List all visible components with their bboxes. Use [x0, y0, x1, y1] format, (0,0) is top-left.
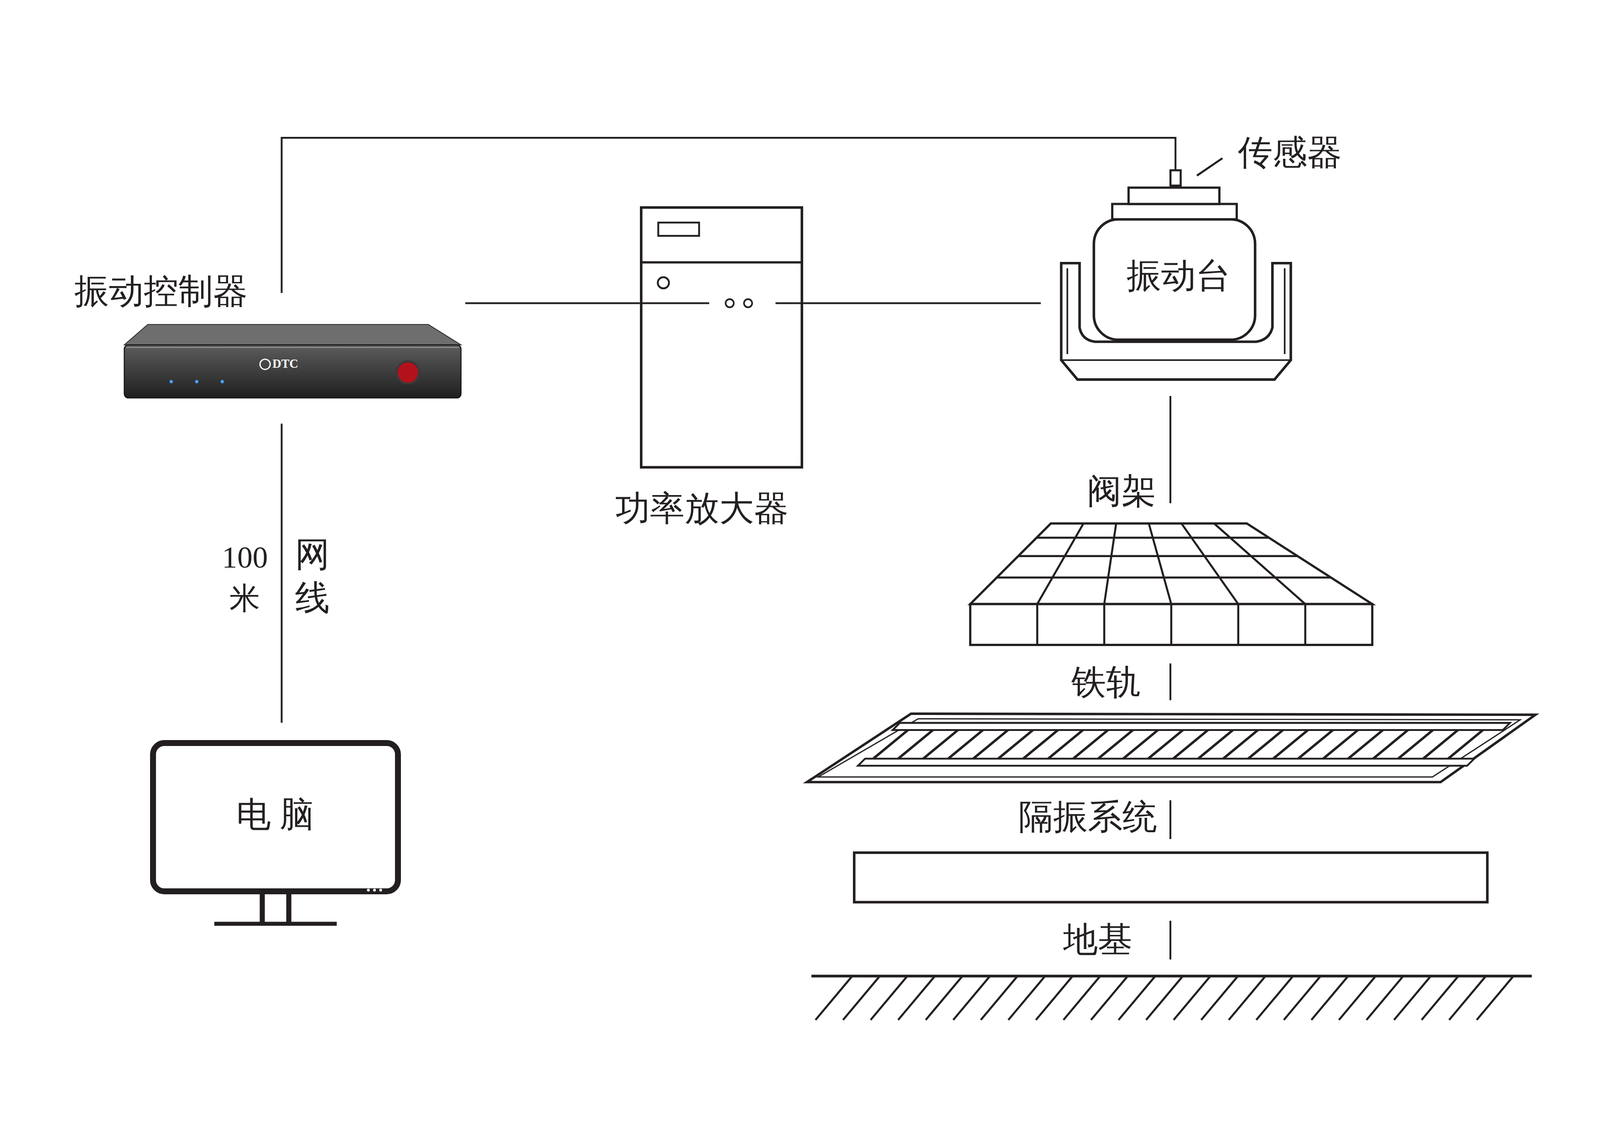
sensor-part-outline: [1169, 169, 1182, 187]
connector-wire: [1169, 920, 1172, 960]
monitor-stand: [214, 893, 337, 924]
connector-jack: [725, 299, 734, 308]
device-front: [124, 344, 462, 398]
edge-highlight: [126, 347, 459, 349]
connector-wire: [280, 423, 283, 723]
cable-length: 100 米: [215, 536, 275, 620]
part-label: 铁轨: [1071, 661, 1154, 703]
foundation-ground: 地基: [811, 974, 1532, 1021]
connector-wire: [1169, 395, 1172, 504]
cabinet-outline: [641, 207, 802, 468]
display-window: [658, 222, 699, 236]
frame-top: [970, 523, 1373, 605]
part-label: 阀架: [1086, 470, 1169, 512]
connector-wire: [803, 301, 1041, 304]
rail-track-outline: [805, 712, 1537, 783]
status-led: [169, 379, 173, 384]
power-button: [396, 361, 420, 384]
monitor-dots: [367, 888, 383, 892]
callout-label: 传感器: [1237, 131, 1361, 174]
logo-ring: [259, 358, 271, 369]
indicator-dot: [379, 888, 382, 892]
table-top: [1128, 187, 1220, 205]
vibration-controller-outline: [122, 297, 463, 400]
monitor-base: [214, 921, 337, 926]
connector-wire: [281, 137, 1176, 293]
device-label: 电 脑: [155, 793, 395, 836]
power-amplifier: 功率放大器: [639, 206, 804, 469]
part-label: 地基: [1063, 918, 1145, 961]
status-led: [220, 379, 224, 384]
cable-label: 网线: [291, 532, 333, 620]
armature-plate: [1112, 203, 1237, 220]
connector-wire: [465, 301, 640, 304]
valve-frame: 阀架: [969, 522, 1374, 646]
connector-jack: [743, 299, 753, 308]
part-label: 隔振系统: [1018, 795, 1172, 838]
brand-logo: DTC: [272, 356, 334, 371]
grid-lines: [997, 523, 1332, 645]
amplifier-through-wire: [639, 302, 803, 304]
indicator-dot: [367, 888, 370, 892]
rail-track: 铁轨: [805, 712, 1537, 783]
sleepers: [873, 729, 1484, 759]
track-bed: [807, 713, 1536, 782]
panel-divider: [639, 261, 804, 264]
status-led: [195, 379, 199, 384]
isolation-slab: [854, 852, 1488, 903]
monitor-neck: [262, 893, 289, 923]
sensor-body: [1170, 170, 1181, 187]
ground-hatch: [815, 975, 1514, 1020]
device-label: 振动控制器: [74, 270, 259, 312]
connector-wire: [1169, 663, 1172, 701]
isolation-system: 隔振系统: [852, 851, 1489, 904]
shaker-table: 振动台: [1058, 186, 1294, 383]
knob: [657, 276, 670, 289]
isolation-system-outline: [852, 851, 1489, 904]
track-bed-inner: [818, 718, 1521, 777]
device-label: 振动台: [1121, 254, 1237, 297]
indicator-dot: [373, 888, 376, 892]
power-amplifier-outline: [639, 206, 804, 469]
sensor-part: 传感器: [1169, 169, 1182, 187]
computer-monitor: 电 脑: [150, 739, 401, 894]
rail-bar: [858, 758, 1475, 766]
device-label: 功率放大器: [615, 487, 810, 530]
rail-bar: [893, 722, 1511, 730]
ground-line: [811, 974, 1532, 977]
wire-segment: [639, 301, 710, 304]
valve-frame-outline: [969, 522, 1374, 646]
foundation-ground-outline: [811, 974, 1532, 1021]
shaker-body: [1093, 219, 1255, 340]
vibration-controller: 振动控制器DTC: [122, 297, 463, 400]
device-top: [124, 324, 462, 345]
connector-wire: [1169, 800, 1172, 839]
wire-segment: [775, 301, 802, 304]
leader-line: [1196, 158, 1223, 176]
